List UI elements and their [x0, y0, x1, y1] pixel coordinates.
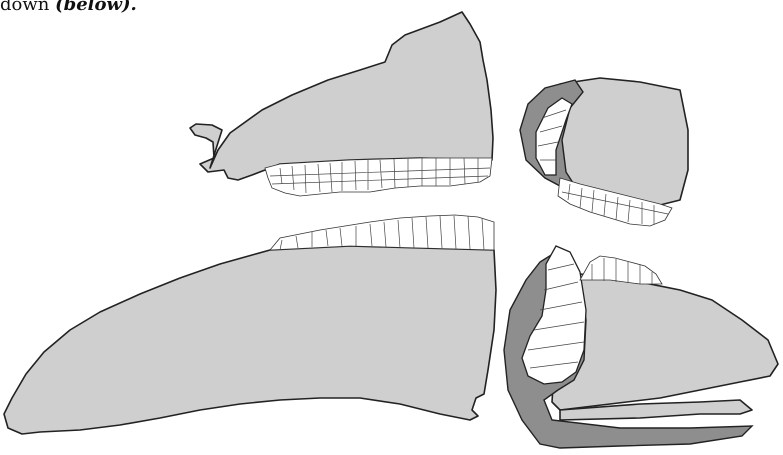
upper-jaw-lateral	[190, 12, 493, 196]
lower-jaw-lateral	[4, 215, 496, 434]
upper-jaw-section	[520, 78, 688, 226]
lower-jaw-section	[504, 246, 778, 448]
lower-jaw-teeth	[270, 215, 494, 250]
